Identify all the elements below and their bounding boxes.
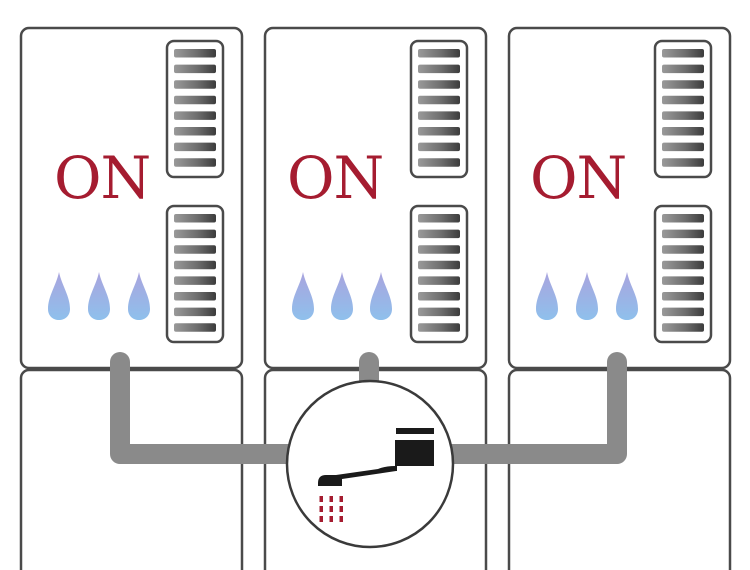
pipe-left [110,352,310,464]
water-stream [319,496,343,522]
vent-grille-icon [653,39,713,179]
heater-status-label: ON [530,144,626,212]
flame-icon [576,272,598,320]
heater-unit-3: ON [507,26,732,570]
heater-status-label: ON [287,144,383,212]
flame-icon [370,272,392,320]
vent-grille-icon [409,39,469,179]
flame-icon [292,272,314,320]
flame-icon [128,272,150,320]
flame-icon [616,272,638,320]
pipe-right [435,352,627,464]
faucet-circle [285,379,455,549]
vent-grille-icon [165,204,225,344]
flame-icon [331,272,353,320]
heater-unit-1: ON [19,26,244,570]
flame-icon [88,272,110,320]
vent-grille-icon [653,204,713,344]
flame-icon [536,272,558,320]
faucet-hub [285,379,455,549]
vent-grille-icon [409,204,469,344]
heater-lower-panel [19,368,244,570]
flame-icon [48,272,70,320]
faucet-icon [318,428,434,486]
heater-status-label: ON [54,144,150,212]
vent-grille-icon [165,39,225,179]
